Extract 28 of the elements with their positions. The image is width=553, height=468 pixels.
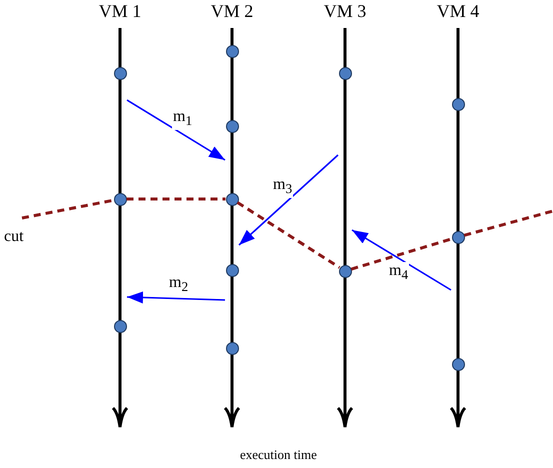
event-dot	[114, 66, 126, 80]
message-arrow	[238, 154, 339, 246]
event-dot	[226, 44, 238, 58]
message-arrow	[126, 99, 226, 161]
event-dot	[452, 98, 464, 110]
timeline-label: VM 3	[322, 1, 368, 21]
event-dot	[226, 120, 238, 132]
event-dot	[226, 264, 238, 276]
cut-line	[464, 210, 553, 237]
event-dot	[452, 358, 464, 370]
timeline-label: VM 2	[210, 1, 254, 21]
message-arrow	[352, 229, 452, 291]
message-arrow	[126, 292, 226, 304]
event-dot	[226, 192, 238, 206]
event-dot	[114, 192, 126, 206]
cut-label: cut	[4, 228, 24, 246]
event-dot	[226, 342, 238, 354]
timeline-label: VM 1	[98, 1, 142, 21]
event-dot	[338, 66, 352, 80]
axis-caption: execution time	[240, 446, 317, 464]
event-dot	[452, 230, 464, 244]
event-dot	[338, 264, 352, 278]
cut-line	[126, 198, 226, 200]
event-dot	[114, 320, 126, 332]
cut-line	[22, 198, 114, 220]
timeline-label: VM 4	[436, 1, 480, 21]
cut-line	[236, 201, 340, 269]
cut-line	[350, 237, 452, 271]
